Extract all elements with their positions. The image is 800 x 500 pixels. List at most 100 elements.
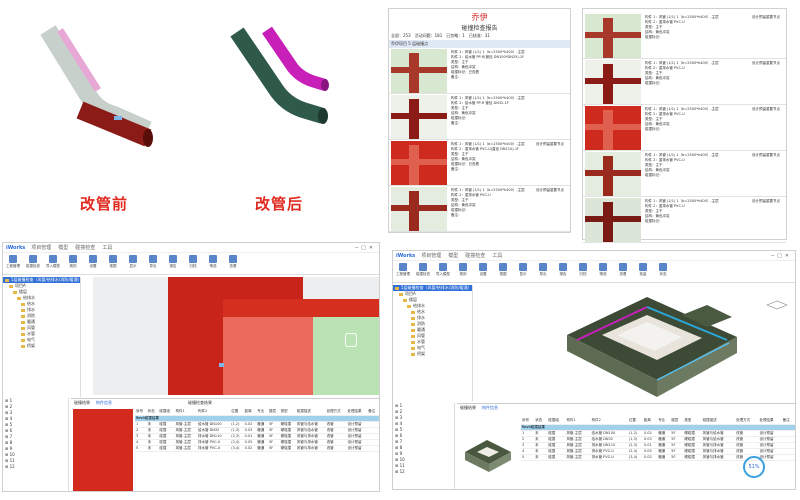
tree-item[interactable]: 5层碰撞检查（风管/给排水/消防/暖通） bbox=[3, 277, 80, 283]
column-header[interactable]: 楼层 bbox=[670, 418, 684, 425]
column-header[interactable]: 构件2 bbox=[196, 409, 231, 416]
tree-item[interactable]: 水管 bbox=[393, 339, 472, 345]
tree-item[interactable]: ⊞ 6 bbox=[395, 433, 403, 438]
ribbon-btn[interactable]: 报告 bbox=[166, 255, 180, 269]
tree-item[interactable]: 排水 bbox=[3, 307, 80, 313]
ribbon-btn[interactable]: 导入模型 bbox=[436, 263, 450, 277]
ribbon-btn[interactable]: 视图 bbox=[106, 255, 120, 269]
window-controls[interactable]: ─□✕ bbox=[355, 244, 376, 251]
ribbon-btn[interactable]: 显示 bbox=[516, 263, 530, 277]
tree-item[interactable]: ⊞ 5 bbox=[5, 422, 13, 427]
tree-item[interactable]: ⊞ 4 bbox=[5, 416, 13, 421]
tree-item[interactable]: 楼层 bbox=[393, 297, 472, 303]
viewcube-icon[interactable] bbox=[345, 333, 357, 347]
tab-collision[interactable]: 碰撞检查 bbox=[75, 245, 96, 251]
column-header[interactable]: 专业 bbox=[256, 409, 268, 416]
column-header[interactable]: 碰撞描述 bbox=[295, 409, 326, 416]
column-header[interactable]: 状态 bbox=[146, 409, 159, 416]
tree-item[interactable]: 5层碰撞检查（风管/给排水/消防/暖通） bbox=[393, 285, 472, 291]
tab-tools[interactable]: 工具 bbox=[492, 253, 503, 259]
tree-item[interactable]: ⊞ 7 bbox=[395, 439, 403, 444]
panel-tab-results[interactable]: 碰撞结果 bbox=[74, 400, 90, 405]
tree-item[interactable]: 楼层 bbox=[3, 289, 80, 295]
ribbon-btn[interactable]: 批量 bbox=[636, 263, 650, 277]
tree-item[interactable]: 项目A bbox=[393, 291, 472, 297]
tree-item[interactable]: ⊞ 1 bbox=[395, 403, 403, 408]
tree-item[interactable]: ⊞ 8 bbox=[395, 445, 403, 450]
panel-tab-info[interactable]: 构件信息 bbox=[96, 400, 112, 405]
ribbon-btn[interactable]: 状态 bbox=[656, 263, 670, 277]
column-header[interactable]: 备注 bbox=[367, 409, 379, 416]
tree-item[interactable]: ⊞ 6 bbox=[5, 428, 13, 433]
tree-item[interactable]: ⊞ 12 bbox=[5, 464, 15, 469]
ribbon-btn[interactable]: 工程管理 bbox=[396, 263, 410, 277]
tree-item[interactable]: 暖通 bbox=[393, 327, 472, 333]
tree-item[interactable]: ⊞ 4 bbox=[395, 421, 403, 426]
ribbon-btn[interactable]: 碰撞检查 bbox=[416, 263, 430, 277]
ribbon-btn[interactable]: 规则 bbox=[66, 255, 80, 269]
column-header[interactable]: 状态 bbox=[534, 418, 548, 425]
tree-item[interactable]: 风管 bbox=[3, 325, 80, 331]
tab-model[interactable]: 模型 bbox=[58, 245, 69, 251]
tree-item[interactable]: ⊞ 10 bbox=[5, 452, 15, 457]
column-header[interactable]: 处理结果 bbox=[346, 409, 368, 416]
viewport-3d[interactable] bbox=[93, 277, 379, 395]
column-header[interactable]: 备注 bbox=[781, 418, 795, 425]
ribbon-btn[interactable]: 查看 bbox=[226, 255, 240, 269]
tab-project[interactable]: 项目管理 bbox=[31, 245, 52, 251]
ribbon-btn[interactable]: 规则 bbox=[456, 263, 470, 277]
tab-collision[interactable]: 碰撞检查 bbox=[465, 253, 486, 259]
tree-item[interactable]: ⊞ 11 bbox=[5, 458, 15, 463]
column-header[interactable]: 类型 bbox=[279, 409, 296, 416]
column-header[interactable]: 类型 bbox=[683, 418, 702, 425]
column-header[interactable]: 专业 bbox=[657, 418, 671, 425]
tree-item[interactable]: 电气 bbox=[393, 345, 472, 351]
collision-marker[interactable] bbox=[219, 363, 224, 367]
ribbon-btn[interactable]: 筛选 bbox=[596, 263, 610, 277]
window-controls[interactable]: ─□✕ bbox=[771, 252, 792, 259]
tree-item[interactable]: ⊞ 8 bbox=[5, 440, 13, 445]
tree-item[interactable]: ⊞ 12 bbox=[395, 469, 405, 474]
tree-item[interactable]: ⊞ 7 bbox=[5, 434, 13, 439]
tree-item[interactable]: ⊞ 1 bbox=[5, 398, 13, 403]
tab-model[interactable]: 模型 bbox=[448, 253, 459, 259]
column-header[interactable]: 序号 bbox=[135, 409, 147, 416]
column-header[interactable]: 位置 bbox=[627, 418, 643, 425]
ribbon-btn[interactable]: 筛选 bbox=[206, 255, 220, 269]
ribbon-btn[interactable]: 显示 bbox=[126, 255, 140, 269]
column-header[interactable]: 序号 bbox=[521, 418, 535, 425]
ribbon-btn[interactable]: 导出 bbox=[536, 263, 550, 277]
tree-item[interactable]: 消防 bbox=[393, 321, 472, 327]
pipe-element[interactable] bbox=[223, 317, 313, 395]
tree-item[interactable]: 暖通 bbox=[3, 319, 80, 325]
tree-item[interactable]: 水管 bbox=[3, 331, 80, 337]
tree-item[interactable]: 给水 bbox=[3, 301, 80, 307]
tree-item[interactable]: 风管 bbox=[393, 333, 472, 339]
ribbon-btn[interactable]: 归档 bbox=[186, 255, 200, 269]
tree-item[interactable]: ⊞ 11 bbox=[395, 463, 405, 468]
tree-item[interactable]: 桥架 bbox=[3, 343, 80, 349]
tree-item[interactable]: 电气 bbox=[3, 337, 80, 343]
column-header[interactable]: 距离 bbox=[243, 409, 257, 416]
tree-item[interactable]: ⊞ 3 bbox=[5, 410, 13, 415]
viewport-3d[interactable] bbox=[477, 285, 795, 403]
column-header[interactable]: 构件1 bbox=[565, 418, 591, 425]
tree-item[interactable]: ⊞ 9 bbox=[5, 446, 13, 451]
tab-project[interactable]: 项目管理 bbox=[421, 253, 442, 259]
column-header[interactable]: 处理方式 bbox=[735, 418, 759, 425]
ribbon-btn[interactable]: 设置 bbox=[476, 263, 490, 277]
ribbon-btn[interactable]: 导入模型 bbox=[46, 255, 60, 269]
ribbon-btn[interactable]: 归档 bbox=[576, 263, 590, 277]
column-header[interactable]: 构件1 bbox=[174, 409, 197, 416]
group-row[interactable]: Revit碰撞结果 bbox=[135, 415, 379, 422]
tree-item[interactable]: ⊞ 5 bbox=[395, 427, 403, 432]
column-header[interactable]: 构件2 bbox=[590, 418, 628, 425]
tree-item[interactable]: ⊞ 2 bbox=[5, 404, 13, 409]
